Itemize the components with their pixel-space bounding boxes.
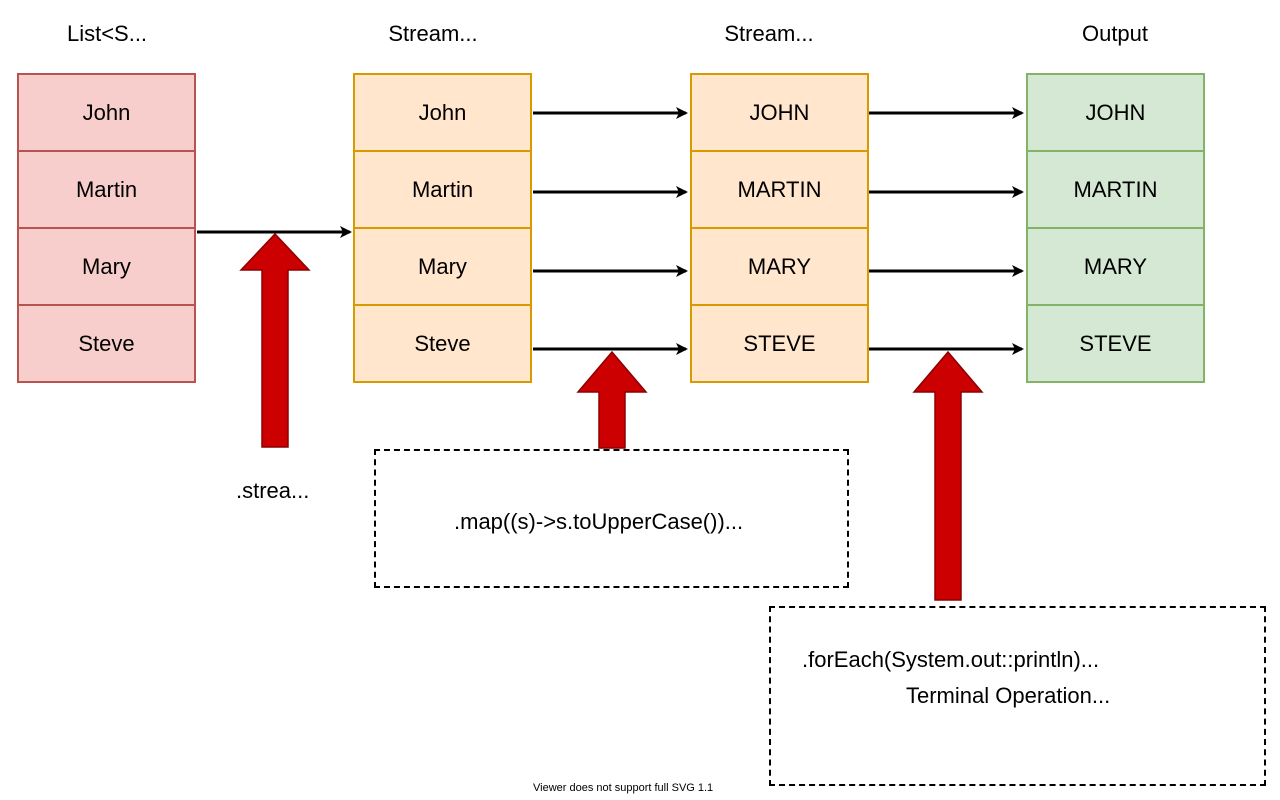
foreach-operation-label: .forEach(System.out::println)... (802, 647, 1100, 672)
mapped-stream-column-title: Stream... (724, 21, 814, 46)
list-item: Steve (17, 304, 196, 383)
mapped-stream-item: STEVE (690, 304, 869, 383)
mapped-stream-column: JOHN MARTIN MARY STEVE (690, 73, 869, 383)
output-item: JOHN (1026, 73, 1205, 152)
list-column: John Martin Mary Steve (17, 73, 196, 383)
mapped-stream-item: MARTIN (690, 150, 869, 229)
stream-item: Martin (353, 150, 532, 229)
terminal-operation-box (769, 606, 1266, 786)
output-column-title: Output (1081, 21, 1149, 46)
stream-big-arrow-icon (239, 232, 311, 448)
mapped-stream-item: MARY (690, 227, 869, 306)
output-item: MARTIN (1026, 150, 1205, 229)
output-column: JOHN MARTIN MARY STEVE (1026, 73, 1205, 383)
stream-column: John Martin Mary Steve (353, 73, 532, 383)
list-column-title: List<S... (66, 21, 148, 46)
foreach-big-arrow-icon (912, 350, 984, 601)
svg-support-notice: Viewer does not support full SVG 1.1 (533, 782, 714, 794)
list-item: John (17, 73, 196, 152)
output-item: STEVE (1026, 304, 1205, 383)
stream-item: Steve (353, 304, 532, 383)
map-operation-label: .map((s)->s.toUpperCase())... (454, 509, 744, 534)
map-operation-box (374, 449, 849, 588)
output-item: MARY (1026, 227, 1205, 306)
terminal-operation-label: Terminal Operation... (906, 683, 1111, 708)
map-big-arrow-icon (576, 350, 648, 449)
stream-operation-label: .strea... (236, 478, 310, 503)
stream-column-title: Stream... (388, 21, 478, 46)
